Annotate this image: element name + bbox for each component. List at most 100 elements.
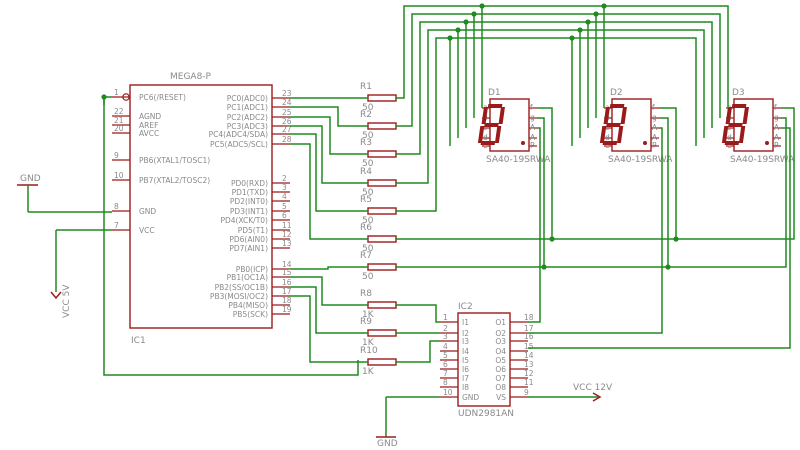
resistor-ref: R7 <box>360 251 372 261</box>
ic2-pin-number: 18 <box>524 313 534 322</box>
ic2-pin-label: O8 <box>495 383 506 392</box>
display-segment <box>602 141 618 145</box>
ic1-pin-number: 6 <box>282 211 287 220</box>
wire-junction <box>585 19 591 25</box>
ic1-pin-label: AREF <box>139 121 158 130</box>
ic2-pin-number: 16 <box>524 332 534 341</box>
display-pin-label: d <box>605 133 610 142</box>
ic1-pin-number: 5 <box>282 202 287 211</box>
ic2-pin-number: 6 <box>443 360 448 369</box>
wire-group <box>103 5 795 376</box>
ic1-pin-number: 10 <box>114 171 124 180</box>
display-ref: D2 <box>610 88 623 98</box>
display-pin-label: e <box>605 141 610 150</box>
display-group: D1SA40-19SRWAabcdefgAAPD2SA40-19SRWAabcd… <box>477 88 795 165</box>
ic1-pin-label: PB3(MOSI/OC2) <box>210 292 268 301</box>
display-pin-label: A <box>530 133 536 142</box>
ic2-pin-number: 9 <box>524 388 529 397</box>
ic1-pin-number: 21 <box>114 116 124 125</box>
ic1-name: MEGA8-P <box>170 72 212 82</box>
wire-junction <box>593 11 599 17</box>
resistor-value: 50 <box>362 216 374 226</box>
gnd-left-symbol: GND <box>17 174 112 213</box>
resistor-ref: R9 <box>360 317 372 327</box>
ic1-pin-label: PD4(XCK/T0) <box>220 216 268 225</box>
wire-junction <box>455 27 461 33</box>
display-part: SA40-19SRWA <box>608 155 673 165</box>
ic1-pin-number: 11 <box>282 221 292 230</box>
display-pin-label: A <box>530 123 536 132</box>
display-segment <box>738 126 746 143</box>
ic2-pin-label: O1 <box>495 318 506 327</box>
resistor-body <box>367 358 397 366</box>
ic2-pin-label: I4 <box>462 347 469 356</box>
display-pin-label: A <box>774 133 780 142</box>
ic1-ref: IC1 <box>131 336 146 346</box>
display-pin-label: d <box>483 133 488 142</box>
ic1-pin-number: 26 <box>282 117 292 126</box>
ic2-pin-label: I5 <box>462 356 469 365</box>
ic2-pin-label: GND <box>462 393 479 402</box>
resistor-value: 50 <box>362 131 374 141</box>
resistor-body <box>367 122 397 130</box>
ic2-pin-number: 13 <box>524 360 534 369</box>
resistor-value: 50 <box>362 188 374 198</box>
ic1-pin-label: PC2(ADC2) <box>227 113 268 122</box>
ic1-pin-number: 4 <box>282 192 287 201</box>
ic2-pin-label: O3 <box>495 337 506 346</box>
display-segment <box>603 107 610 124</box>
display-segment <box>609 104 625 108</box>
ic1-pin-label: PD2(INT0) <box>230 197 268 206</box>
resistor-body <box>367 150 397 158</box>
resistor-value: 1K <box>362 338 375 348</box>
display-segment <box>721 126 729 143</box>
resistor-body <box>367 94 397 102</box>
resistor-body <box>367 235 397 243</box>
resistor-value: 50 <box>362 103 374 113</box>
wire-junction <box>447 35 453 41</box>
ic1-pin-label: PD0(RXD) <box>231 179 268 188</box>
wire-junction <box>569 35 575 41</box>
ic2-pin-number: 12 <box>524 369 534 378</box>
ic2-pin-number: 2 <box>443 324 448 333</box>
ic2-pin-number: 10 <box>443 388 453 397</box>
wire-junction <box>665 264 671 270</box>
display-segment <box>481 107 488 124</box>
ic2-pin-label: O5 <box>495 356 506 365</box>
display-segment <box>742 107 749 124</box>
ic2-pin-label: VS <box>496 393 506 402</box>
ic2-pin-number: 1 <box>443 313 448 322</box>
ic1-pin-number: 25 <box>282 108 292 117</box>
display-segment <box>731 104 747 108</box>
ic1-pin-number: 12 <box>282 230 292 239</box>
display-pin-label: f <box>530 103 533 112</box>
ic1-pin-label: AGND <box>139 112 161 121</box>
wire-junction <box>577 27 583 33</box>
resistor-body <box>367 329 397 337</box>
resistor-ref: R6 <box>360 223 372 233</box>
ic2-pin-number: 17 <box>524 324 534 333</box>
display-part: SA40-19SRWA <box>486 155 551 165</box>
gnd-bottom-symbol: GND <box>376 396 440 449</box>
ic1-pin-label: PC4(ADC4/SDA) <box>209 130 268 139</box>
resistor-body <box>367 179 397 187</box>
wire-junction <box>101 94 107 100</box>
display-segment <box>728 123 743 127</box>
ic1-left-pins: 1PC6(/RESET)22AGND21AREF20AVCC9PB6(XTAL1… <box>112 88 210 235</box>
ic1-pin-label: PB7(XTAL2/TOSC2) <box>139 176 210 185</box>
display-segment <box>487 104 503 108</box>
ic1-pin-number: 18 <box>282 296 292 305</box>
wire-junction <box>541 264 547 270</box>
ic2-part: UDN2981AN <box>458 409 514 419</box>
display-segment <box>477 126 485 143</box>
display-decimal-point <box>643 141 647 145</box>
ic1-pin-number: 9 <box>114 151 119 160</box>
ic1-pin-label: PD3(INT1) <box>230 207 268 216</box>
resistor-value: 1K <box>362 367 375 377</box>
ic2-pin-label: O2 <box>495 329 506 338</box>
ic1-pin-number: 7 <box>114 221 119 230</box>
display-pin-label: c <box>483 123 487 132</box>
wire-junction <box>463 19 469 25</box>
